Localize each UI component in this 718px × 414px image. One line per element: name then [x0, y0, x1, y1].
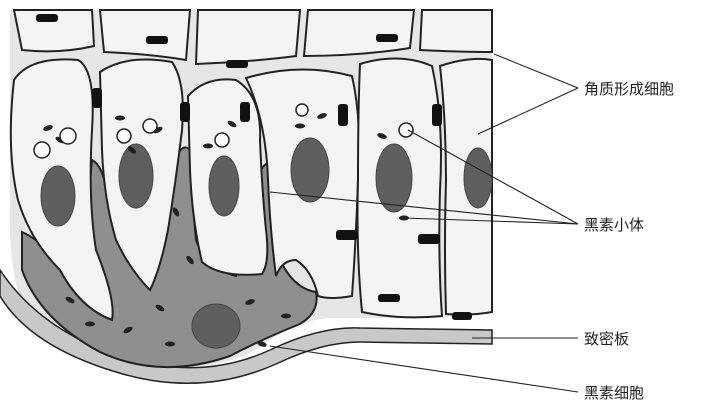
- desmosome: [338, 104, 348, 126]
- upper-keratinocyte-cell: [196, 10, 300, 64]
- desmosome: [418, 234, 440, 244]
- desmosome: [226, 60, 248, 68]
- desmosome: [336, 230, 358, 240]
- upper-keratinocyte-cell: [304, 10, 414, 56]
- desmosome: [378, 294, 400, 302]
- melanosome-complex: [60, 128, 76, 144]
- nucleus: [119, 144, 153, 208]
- desmosome: [92, 88, 102, 108]
- desmosome: [180, 102, 190, 122]
- label-keratinocyte: 角质形成细胞: [584, 80, 674, 98]
- granule: [85, 322, 95, 327]
- nucleus: [376, 144, 412, 212]
- upper-keratinocyte-cell: [100, 10, 190, 60]
- granule: [203, 144, 213, 149]
- melanosome-complex: [399, 123, 413, 137]
- desmosome: [376, 34, 398, 42]
- melanosome-complex: [296, 104, 308, 116]
- leader-keratinocyte-a: [494, 54, 578, 88]
- desmosome: [36, 14, 58, 22]
- melanosome-complex: [117, 129, 131, 143]
- leader-melanocyte: [270, 346, 578, 392]
- melanosome-complex: [143, 119, 157, 133]
- melanosome-complex: [34, 142, 50, 158]
- upper-keratinocyte-cell: [420, 10, 492, 52]
- granule: [295, 124, 305, 129]
- label-basal-lamina: 致密板: [584, 330, 629, 348]
- melanocyte-nucleus: [192, 304, 240, 348]
- nucleus: [209, 156, 239, 216]
- desmosome: [452, 312, 472, 320]
- label-melanocyte: 黑素细胞: [584, 384, 644, 402]
- granule: [281, 314, 291, 319]
- desmosome: [240, 102, 250, 122]
- nucleus: [464, 148, 492, 208]
- label-melanosome: 黑素小体: [584, 216, 644, 234]
- desmosome: [146, 36, 168, 44]
- nucleus: [291, 138, 329, 202]
- granule: [115, 116, 125, 121]
- nucleus: [41, 166, 75, 226]
- desmosome: [432, 104, 442, 126]
- melanosome-complex: [215, 133, 229, 147]
- granule: [165, 342, 175, 347]
